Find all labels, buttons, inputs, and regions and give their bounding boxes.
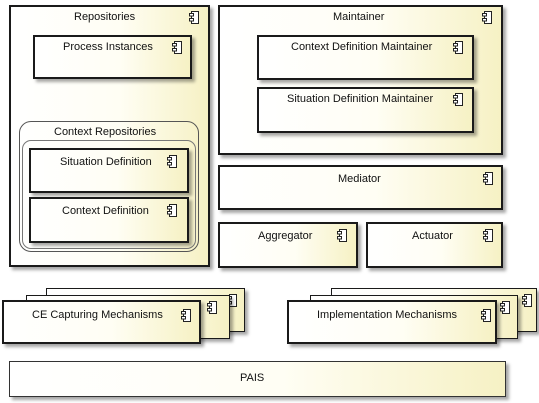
actuator-component — [366, 222, 503, 268]
context-definition-label: Context Definition — [62, 205, 149, 217]
implementation-mechanisms-component — [287, 300, 497, 344]
component-icon — [172, 41, 182, 54]
context-repositories-label: Context Repositories — [54, 126, 157, 138]
component-icon — [453, 93, 463, 106]
implementation-mechanisms-label: Implementation Mechanisms — [317, 309, 458, 321]
component-icon — [483, 229, 493, 242]
maintainer-label: Maintainer — [333, 11, 385, 23]
ce-capturing-mechanisms-label: CE Capturing Mechanisms — [32, 309, 163, 321]
pais-component — [9, 361, 506, 397]
mediator-component — [218, 165, 503, 210]
context-definition-component — [29, 197, 189, 243]
context-repositories-inner-frame — [22, 140, 196, 249]
component-icon — [500, 301, 510, 314]
pais-label: PAIS — [240, 372, 265, 384]
component-icon — [453, 41, 463, 54]
process-instances-label: Process Instances — [63, 41, 153, 53]
component-icon — [207, 301, 217, 314]
context-definition-maintainer-component — [257, 35, 474, 80]
situation-definition-maintainer-component — [257, 87, 474, 133]
situation-definition-maintainer-label: Situation Definition Maintainer — [287, 93, 434, 105]
process-instances-component — [33, 35, 192, 79]
repositories-label: Repositories — [74, 11, 136, 23]
component-icon — [483, 172, 493, 185]
mediator-label: Mediator — [338, 173, 381, 185]
situation-definition-label: Situation Definition — [60, 156, 152, 168]
component-icon — [181, 309, 191, 322]
component-icon — [167, 155, 177, 168]
ce-capturing-mechanisms-component — [2, 300, 201, 344]
context-repositories-package — [19, 121, 199, 252]
component-icon — [481, 309, 491, 322]
actuator-label: Actuator — [412, 230, 453, 242]
component-icon — [337, 229, 347, 242]
component-icon — [189, 11, 199, 24]
component-icon — [482, 11, 492, 24]
context-definition-maintainer-label: Context Definition Maintainer — [291, 41, 433, 53]
aggregator-component — [218, 222, 358, 268]
component-icon — [167, 204, 177, 217]
component-icon — [522, 294, 532, 307]
aggregator-label: Aggregator — [258, 230, 313, 242]
situation-definition-component — [29, 148, 189, 193]
